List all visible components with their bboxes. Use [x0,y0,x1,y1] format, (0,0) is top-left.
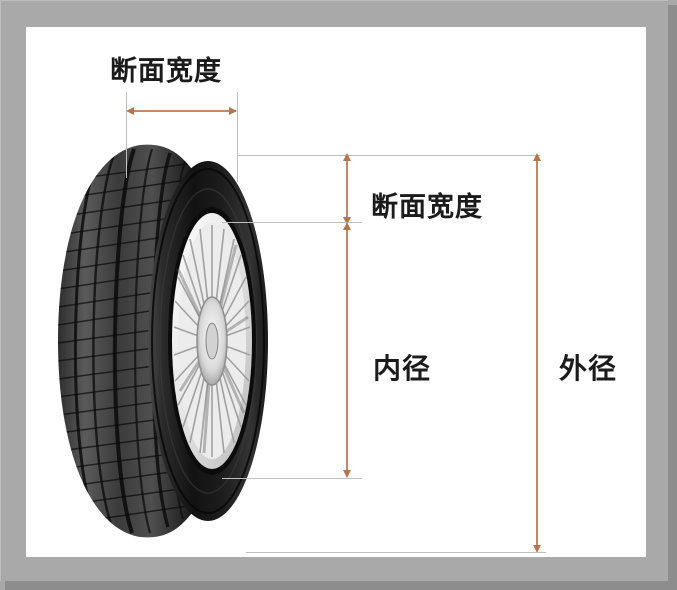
diagram-canvas: 断面宽度 断面宽度 内径 外径 [26,27,646,557]
dimension-line-section-width [346,159,348,223]
dimension-line-top-width [129,110,236,112]
arrow-head-inner-bottom [343,470,351,478]
extension-line-top-right [237,92,238,182]
label-section-width: 断面宽度 [371,192,483,223]
tire-photo [44,141,279,541]
dimension-line-inner-diameter [346,227,348,475]
label-inner-diameter: 内径 [373,352,432,385]
extension-line-top-left [126,92,127,178]
dimension-line-outer-diameter [536,159,538,551]
arrow-head-top-right [229,107,237,115]
leader-line-rim-bottom [222,478,362,479]
arrow-head-inner-top [343,222,351,230]
arrow-head-outer-top [533,153,541,161]
extension-line-tire-bottom [246,552,546,553]
label-outer-diameter: 外径 [559,352,618,385]
leader-line-rim-top [222,222,362,223]
label-top-section-width: 断面宽度 [110,56,222,87]
arrow-head-section-top [343,153,351,161]
arrow-head-top-left [126,107,134,115]
arrow-head-outer-bottom [533,545,541,553]
hub-cap [205,322,219,360]
tire-illustration [58,144,268,538]
arrow-head-section-bottom [343,217,351,225]
extension-line-crown [237,155,540,156]
